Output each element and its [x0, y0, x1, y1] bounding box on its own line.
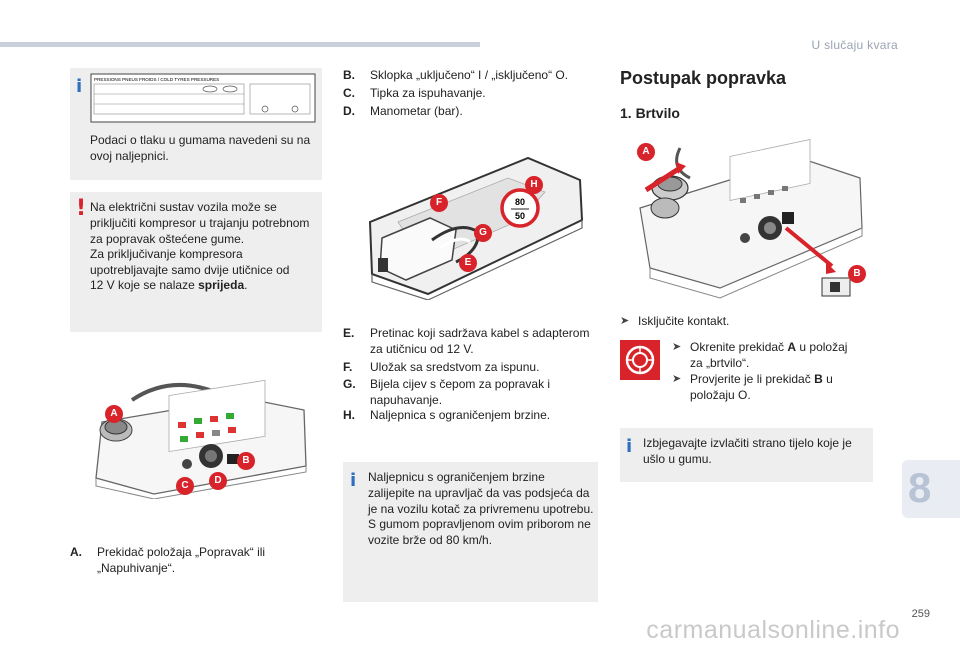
warning-line-6: 12 V koje se nalaze sprijeda. [90, 278, 247, 294]
step-turn-off-ignition: ➤ Isključite kontakt. [620, 314, 880, 330]
tyre-pressure-sticker: PRESSIONS PNEUS FROIDS / COLD TYRES PRES… [90, 73, 316, 123]
item-d: D. Manometar (bar). [343, 104, 593, 120]
item-f: F. Uložak sa sredstvom za ispunu. [343, 360, 598, 376]
tag-h: H [525, 176, 543, 194]
item-e: E. Pretinac koji sadržava kabel s adapte… [343, 326, 598, 358]
speed-sign-top: 80 [515, 197, 525, 207]
speed-info-line-1: Naljepnicu s ograničenjem brzine [368, 470, 545, 484]
item-h-label: H. [343, 408, 355, 422]
info-icon: i [76, 76, 83, 97]
warning-bold-word: sprijeda [198, 278, 245, 292]
item-e-line-1: Pretinac koji sadržava kabel s adapterom [370, 326, 590, 340]
tag-b-right: B [848, 265, 866, 283]
warning-line-6-text: 12 V koje se nalaze [90, 278, 195, 292]
step-turn-switch-a: ➤ Okrenite prekidač A u položaj za „brtv… [672, 340, 872, 372]
item-g-line-1: Bijela cijev s čepom za popravak i [370, 377, 551, 391]
speed-info-line-2: zalijepite na upravljač da vas podsjeća … [368, 486, 590, 500]
item-d-label: D. [343, 104, 355, 118]
tag-a-left: A [105, 405, 123, 423]
tag-d-left: D [209, 472, 227, 490]
tag-g: G [474, 224, 492, 242]
item-g-line-2: napuhavanje. [370, 392, 443, 407]
warning-line-3: za popravak oštećene gume. [90, 232, 245, 246]
warning-line-1: Na električni sustav vozila može se [90, 200, 277, 214]
step-3-pre: Provjerite je li prekidač [690, 372, 815, 386]
item-c-label: C. [343, 86, 355, 100]
warning-line-2: priključiti kompresor u trajanju potrebn… [90, 216, 310, 230]
item-a-label: A. [70, 545, 82, 559]
tag-f: F [430, 194, 448, 212]
step-2-line-2: za „brtvilo“. [690, 355, 750, 370]
item-e-line-2: za utičnicu od 12 V. [370, 341, 474, 356]
step-3-line-2: položaju O. [690, 387, 751, 402]
step-3-post: u [822, 372, 833, 386]
tag-b-left: B [237, 452, 255, 470]
item-b-text: Sklopka „uključeno“ I / „isključeno“ O. [370, 68, 569, 82]
step-2-pre: Okrenite prekidač [690, 340, 788, 354]
sealant-subtitle: 1. Brtvilo [620, 105, 680, 121]
item-g-label: G. [343, 377, 356, 391]
tyre-pressure-info-text-1: Podaci o tlaku u gumama navedeni su na [90, 133, 311, 147]
warning-icon: ! [76, 196, 87, 221]
item-e-label: E. [343, 326, 355, 340]
step-3-line-1: Provjerite je li prekidač B u [690, 372, 833, 388]
compressor-warning-box [70, 192, 322, 332]
speed-sign-bottom: 50 [515, 211, 525, 221]
item-h: H. Naljepnica s ograničenjem brzine. [343, 408, 598, 424]
item-a: A. Prekidač položaja „Popravak“ ili „Nap… [70, 545, 320, 577]
info-icon-right: i [626, 436, 633, 457]
step-arrow-icon: ➤ [672, 341, 682, 353]
header-bar [0, 42, 480, 47]
foreign-object-info-box [620, 428, 873, 482]
tyre-pressure-info-text-2: ovoj naljepnici. [90, 149, 169, 163]
foreign-object-line-1: Izbjegavajte izvlačiti strano tijelo koj… [643, 436, 852, 450]
compressor-storage-illustration [368, 156, 584, 300]
warning-end-punct: . [244, 278, 248, 292]
step-2-post: u položaj [796, 340, 848, 354]
item-a-line-1: Prekidač položaja „Popravak“ ili [97, 545, 266, 559]
item-a-line-2: „Napuhivanje“. [97, 560, 176, 575]
speed-limit-sign: 80 50 [500, 188, 540, 228]
compressor-switch-illustration [639, 139, 863, 299]
repair-procedure-title: Postupak popravka [620, 68, 787, 88]
speed-info-line-5: vozite brže od 80 km/h. [368, 533, 493, 547]
watermark: carmanualsonline.info [646, 616, 900, 644]
sealant-mode-icon [620, 340, 660, 380]
page-number: 259 [911, 608, 930, 620]
item-c: C. Tipka za ispuhavanje. [343, 86, 593, 102]
item-b-label: B. [343, 68, 355, 82]
item-b: B. Sklopka „uključeno“ I / „isključeno“ … [343, 68, 593, 84]
foreign-object-line-2: ušlo u gumu. [643, 452, 712, 466]
speed-limit-info-box [343, 462, 598, 602]
item-c-text: Tipka za ispuhavanje. [370, 86, 486, 100]
step-2-line-1: Okrenite prekidač A u položaj [690, 340, 847, 356]
info-icon-middle: i [350, 470, 357, 491]
tag-e: E [459, 254, 477, 272]
speed-info-line-3: je na vozilu kotač za privremenu upotreb… [368, 502, 594, 516]
sticker-title: PRESSIONS PNEUS FROIDS / COLD TYRES PRES… [94, 77, 219, 82]
step-1-text: Isključite kontakt. [638, 314, 730, 328]
step-3-bold: B [814, 372, 823, 386]
step-arrow-icon: ➤ [672, 373, 682, 385]
step-2-bold: A [787, 340, 797, 354]
item-d-text: Manometar (bar). [370, 104, 463, 118]
chapter-tab: 8 [902, 460, 960, 518]
compressor-illustration [95, 379, 307, 499]
tag-a-right: A [637, 143, 655, 161]
tag-c-left: C [176, 477, 194, 495]
item-f-label: F. [343, 360, 353, 374]
warning-line-5: upotrebljavajte samo dvije utičnice od [90, 263, 290, 277]
speed-info-line-4: S gumom popravljenom ovim priborom ne [368, 517, 591, 531]
warning-line-4: Za priključivanje kompresora [90, 247, 243, 261]
step-check-switch-b: ➤ Provjerite je li prekidač B u položaju… [672, 372, 872, 404]
item-g: G. Bijela cijev s čepom za popravak i na… [343, 377, 598, 409]
section-title: U slučaju kvara [811, 38, 898, 52]
item-h-text: Naljepnica s ograničenjem brzine. [370, 408, 551, 422]
item-f-text: Uložak sa sredstvom za ispunu. [370, 360, 540, 374]
chapter-number: 8 [908, 464, 932, 511]
step-arrow-icon: ➤ [620, 315, 630, 327]
